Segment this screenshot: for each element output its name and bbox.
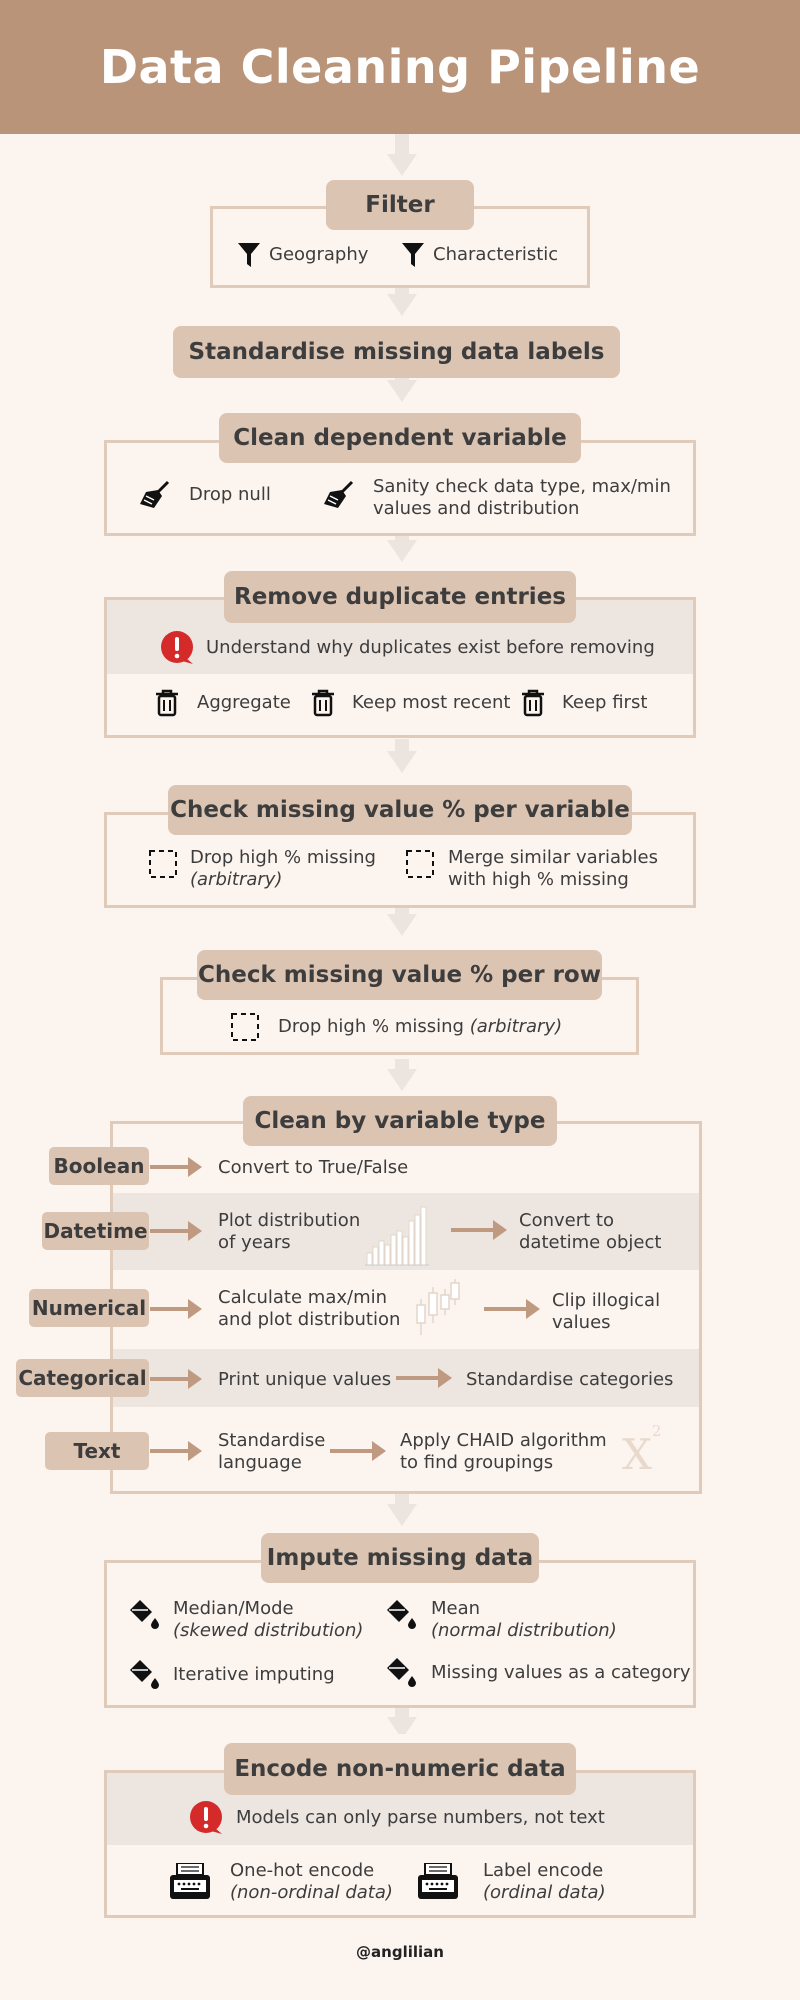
numerical-step1-line2: and plot distribution bbox=[218, 1309, 401, 1330]
arrow bbox=[396, 1368, 452, 1388]
dashed-square-icon bbox=[230, 1012, 260, 1046]
impute-item-mean-note: (normal distribution) bbox=[431, 1620, 617, 1641]
arrow bbox=[330, 1441, 386, 1461]
missing-var-item2-line1: Merge similar variables bbox=[448, 847, 658, 868]
duplicates-title: Remove duplicate entries bbox=[224, 571, 576, 623]
typewriter-icon bbox=[416, 1862, 460, 1905]
text-step2-line1: Apply CHAID algorithm bbox=[400, 1430, 607, 1451]
categorical-step1: Print unique values bbox=[218, 1369, 392, 1390]
impute-item-median: Median/Mode bbox=[173, 1598, 294, 1619]
categorical-step2: Standardise categories bbox=[466, 1369, 674, 1390]
paint-bucket-icon bbox=[128, 1658, 160, 1694]
arrow bbox=[150, 1157, 202, 1177]
dependent-item-drop-null: Drop null bbox=[189, 484, 271, 505]
flow-connector bbox=[387, 134, 417, 1739]
numerical-step2-line1: Clip illogical bbox=[552, 1290, 661, 1311]
encode-item-onehot-note: (non-ordinal data) bbox=[230, 1882, 393, 1903]
dashed-square-icon bbox=[148, 849, 178, 883]
trash-icon bbox=[521, 689, 545, 721]
impute-item-category: Missing values as a category bbox=[431, 1662, 691, 1683]
arrow bbox=[150, 1369, 202, 1389]
page-title: Data Cleaning Pipeline bbox=[99, 40, 701, 94]
chi-square-icon: X2 bbox=[622, 1422, 662, 1479]
text-step2-line2: to find groupings bbox=[400, 1452, 554, 1473]
impute-item-mean: Mean bbox=[431, 1598, 481, 1619]
trash-icon bbox=[155, 689, 179, 721]
funnel-icon bbox=[238, 243, 260, 273]
candlestick-icon bbox=[414, 1279, 460, 1341]
impute-item-median-note: (skewed distribution) bbox=[173, 1620, 364, 1641]
missing-row-item: Drop high % missing (arbitrary) bbox=[278, 1016, 563, 1037]
datetime-step2-line2: datetime object bbox=[519, 1232, 662, 1253]
dependent-title: Clean dependent variable bbox=[219, 413, 581, 463]
broom-icon bbox=[322, 480, 358, 514]
alert-icon bbox=[189, 1800, 225, 1840]
type-label-datetime: Datetime bbox=[42, 1212, 149, 1250]
arrow bbox=[150, 1221, 202, 1241]
missing-var-title: Check missing value % per variable bbox=[168, 785, 632, 835]
arrow bbox=[150, 1441, 202, 1461]
trash-icon bbox=[311, 689, 335, 721]
duplicates-item-keep-most-recent: Keep most recent bbox=[352, 692, 511, 713]
paint-bucket-icon bbox=[385, 1598, 417, 1634]
footer-handle: @anglilian bbox=[356, 1943, 444, 1961]
type-label-categorical: Categorical bbox=[16, 1359, 149, 1397]
type-label-numerical: Numerical bbox=[29, 1289, 149, 1327]
encode-item-label: Label encode bbox=[483, 1860, 604, 1881]
paint-bucket-icon bbox=[128, 1598, 160, 1634]
impute-item-iterative: Iterative imputing bbox=[173, 1664, 335, 1685]
duplicates-warning-text: Understand why duplicates exist before r… bbox=[206, 637, 655, 658]
arrow bbox=[150, 1299, 202, 1319]
dependent-item-sanity-line2: values and distribution bbox=[373, 498, 580, 519]
duplicates-item-keep-first: Keep first bbox=[562, 692, 648, 713]
type-label-boolean: Boolean bbox=[49, 1147, 149, 1185]
numerical-step2-line2: values bbox=[552, 1312, 611, 1333]
filter-item-characteristic: Characteristic bbox=[433, 244, 559, 265]
encode-title: Encode non-numeric data bbox=[224, 1743, 576, 1795]
numerical-step1-line1: Calculate max/min bbox=[218, 1287, 388, 1308]
datetime-step1-line1: Plot distribution bbox=[218, 1210, 361, 1231]
arrow bbox=[451, 1220, 507, 1240]
boolean-step1: Convert to True/False bbox=[218, 1157, 409, 1178]
encode-warning-text: Models can only parse numbers, not text bbox=[236, 1807, 605, 1828]
funnel-icon bbox=[402, 243, 424, 273]
by-type-box bbox=[110, 1121, 702, 1494]
missing-row-title: Check missing value % per row bbox=[197, 950, 602, 1000]
filter-item-geography: Geography bbox=[269, 244, 369, 265]
missing-var-item1: Drop high % missing bbox=[190, 847, 376, 868]
standardise-title: Standardise missing data labels bbox=[173, 326, 620, 378]
text-step1-line1: Standardise bbox=[218, 1430, 326, 1451]
type-label-text: Text bbox=[45, 1432, 149, 1470]
missing-var-item2-line2: with high % missing bbox=[448, 869, 629, 890]
header: Data Cleaning Pipeline bbox=[0, 0, 800, 134]
datetime-step1-line2: of years bbox=[218, 1232, 291, 1253]
by-type-title: Clean by variable type bbox=[243, 1096, 557, 1146]
encode-item-label-note: (ordinal data) bbox=[483, 1882, 606, 1903]
broom-icon bbox=[138, 480, 174, 514]
filter-title: Filter bbox=[326, 180, 474, 230]
duplicates-item-aggregate: Aggregate bbox=[197, 692, 291, 713]
text-step1-line2: language bbox=[218, 1452, 302, 1473]
dashed-square-icon bbox=[405, 849, 435, 883]
dependent-item-sanity-line1: Sanity check data type, max/min bbox=[373, 476, 671, 497]
missing-var-item1-note: (arbitrary) bbox=[190, 869, 283, 890]
encode-item-onehot: One-hot encode bbox=[230, 1860, 375, 1881]
alert-icon bbox=[160, 630, 196, 670]
impute-title: Impute missing data bbox=[261, 1533, 539, 1583]
paint-bucket-icon bbox=[385, 1656, 417, 1692]
datetime-step2-line1: Convert to bbox=[519, 1210, 614, 1231]
bar-chart-icon bbox=[365, 1205, 431, 1271]
arrow bbox=[484, 1299, 540, 1319]
typewriter-icon bbox=[168, 1862, 212, 1905]
